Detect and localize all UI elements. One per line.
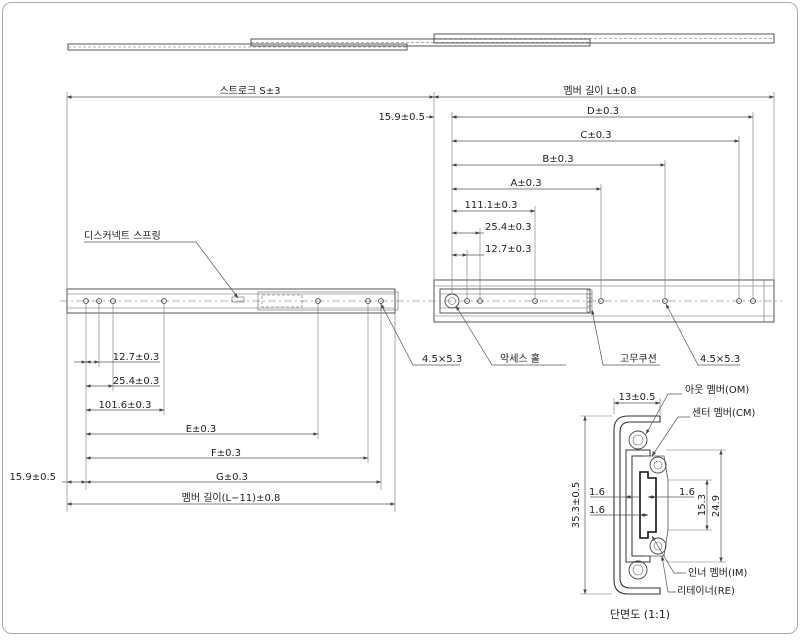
ball	[628, 560, 648, 580]
dim-101-6: 101.6±0.3	[99, 400, 152, 411]
outer-member-section	[613, 415, 661, 595]
dim-13: 13±0.5	[618, 392, 655, 403]
ball	[649, 537, 667, 555]
dim-1-6-a: 1.6	[589, 487, 605, 498]
upper-dimensions: 스트로크 S±3 멤버 길이 L±0.8 15.9±0.5 D±0.3 C±0.…	[66, 84, 775, 298]
ball	[649, 456, 667, 474]
section-title: 단면도 (1:1)	[610, 608, 670, 621]
mount-hole	[161, 298, 167, 304]
dim-15-9-top: 15.9±0.5	[378, 112, 425, 123]
ball	[628, 430, 648, 450]
mount-hole	[365, 298, 371, 304]
stroke-label: 스트로크 S±3	[219, 85, 280, 97]
center-member-label: 센터 멤버(CM)	[692, 407, 755, 419]
mount-hole	[598, 298, 604, 304]
dim-12-7-bottom: 12.7±0.3	[113, 352, 160, 363]
dim-15-9-bottom: 15.9±0.5	[9, 472, 56, 483]
mount-hole	[315, 298, 321, 304]
mount-hole	[378, 298, 384, 304]
dim-25-4-top: 25.4±0.3	[485, 222, 532, 233]
hole-label-right: 4.5×5.3	[700, 354, 740, 365]
dim-g: G±0.3	[216, 472, 248, 483]
mount-hole	[736, 298, 742, 304]
disconnect-spring-label: 디스커넥트 스프링	[84, 230, 161, 242]
mount-hole	[477, 298, 483, 304]
mount-hole	[662, 298, 668, 304]
inner-member-label: 인너 멤버(IM)	[688, 567, 747, 579]
dim-c: C±0.3	[580, 130, 611, 141]
lower-dimensions: 12.7±0.3 25.4±0.3 101.6±0.3 E±0.3 F±0.3 …	[9, 304, 396, 512]
inner-member-section	[639, 471, 657, 539]
dim-24-9: 24.9	[711, 495, 722, 517]
retainer-section	[644, 455, 669, 557]
mount-hole	[750, 298, 756, 304]
center-member-section	[625, 449, 651, 563]
mount-hole	[532, 298, 538, 304]
mount-hole	[464, 298, 470, 304]
retainer-label: 리테이너(RE)	[677, 585, 735, 597]
dim-f: F±0.3	[211, 448, 241, 459]
mount-hole	[110, 298, 116, 304]
dim-15-3: 15.3	[697, 494, 708, 516]
leaders: 디스커넥트 스프링 4.5×5.3 악세스 홀 고무쿠션 4.5×5.3	[84, 230, 740, 366]
dim-1-6-b: 1.6	[589, 505, 605, 516]
mount-hole	[83, 298, 89, 304]
dim-b: B±0.3	[542, 154, 573, 165]
dim-d: D±0.3	[587, 106, 619, 117]
side-view	[60, 279, 782, 323]
member-length-l11-label: 멤버 길이(L−11)±0.8	[182, 491, 281, 504]
dim-111-1: 111.1±0.3	[465, 200, 518, 211]
access-hole-label: 악세스 홀	[500, 352, 540, 365]
dim-12-7-top: 12.7±0.3	[485, 244, 532, 255]
dim-25-4-bottom: 25.4±0.3	[113, 376, 160, 387]
hole-label-left: 4.5×5.3	[422, 354, 462, 365]
rubber-cushion-label: 고무쿠션	[620, 353, 657, 365]
dim-1-6-c: 1.6	[679, 487, 695, 498]
outer-member-label: 아웃 멤버(OM)	[685, 384, 749, 396]
dim-35-3: 35.3±0.5	[571, 482, 582, 529]
member-length-label: 멤버 길이 L±0.8	[563, 84, 636, 97]
cross-section: 13±0.5 아웃 멤버(OM) 센터 멤버(CM) 35.3±0.5 15.3…	[571, 384, 755, 621]
mount-hole	[96, 298, 102, 304]
top-view-extended	[67, 33, 775, 51]
dim-a: A±0.3	[510, 178, 541, 189]
dim-e: E±0.3	[186, 424, 217, 435]
